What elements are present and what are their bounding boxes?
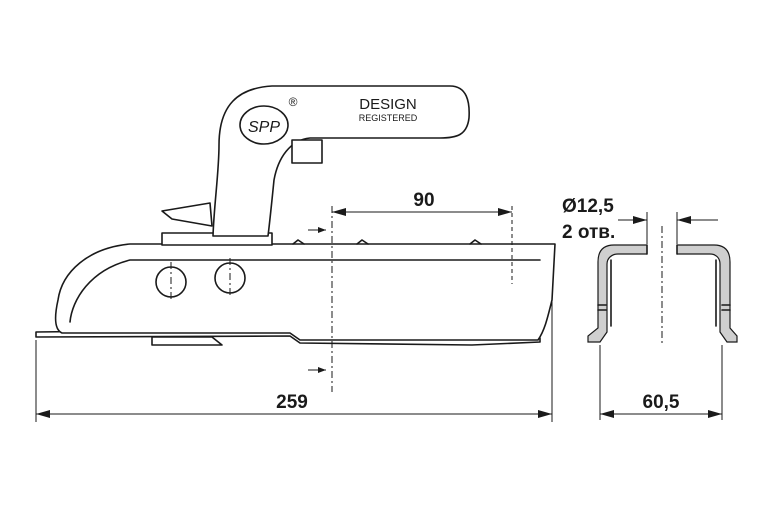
dimension-profile-width: 60,5 — [599, 345, 723, 420]
hole-count-label: 2 отв. — [562, 222, 615, 243]
dimension-hole-spacing: 90 — [332, 190, 512, 216]
spp-logo — [239, 105, 289, 145]
coupling-housing — [54, 243, 556, 341]
dimension-hole-diameter: Ø12,5 2 отв. — [562, 196, 718, 244]
channel-profile — [587, 244, 738, 343]
brand-label: SPP — [248, 119, 280, 136]
profile-cross-section — [587, 226, 738, 346]
profile-width-label: 60,5 — [643, 392, 680, 413]
hole-marker-arrows — [308, 227, 326, 373]
handle-trigger — [291, 139, 323, 164]
dimension-total-length: 259 — [35, 300, 553, 422]
lower-lug — [151, 336, 223, 346]
coupling-side-view: SPP ® DESIGN REGISTERED — [35, 85, 556, 346]
registered-mark: ® — [289, 95, 298, 109]
design-label: DESIGN — [359, 96, 417, 113]
hole-spacing-label: 90 — [413, 190, 434, 211]
total-length-label: 259 — [276, 392, 308, 413]
handle-wedge — [161, 202, 213, 227]
hole-diameter-label: Ø12,5 — [562, 196, 614, 217]
handle-lever — [212, 85, 470, 237]
registered-label: REGISTERED — [359, 113, 418, 123]
